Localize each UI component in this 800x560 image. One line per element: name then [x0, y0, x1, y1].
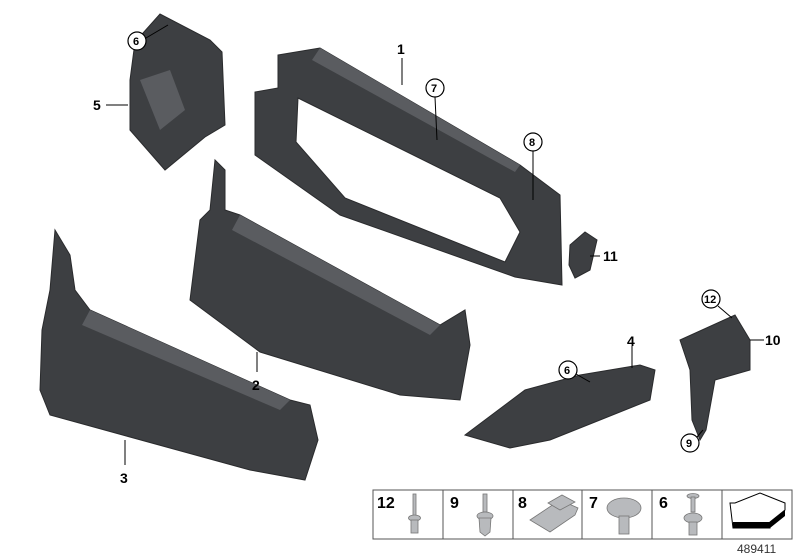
legend-label-12: 12 — [377, 495, 395, 512]
callout-4[interactable]: 4 — [627, 333, 635, 349]
callout-12-circle — [701, 289, 721, 309]
rivet-9-icon — [476, 493, 494, 537]
callout-9-circle — [680, 433, 700, 453]
part-5-highlight — [140, 70, 185, 130]
document-number: 489411 — [737, 542, 776, 556]
part-3-highlight — [82, 310, 290, 410]
part-11-cover[interactable] — [568, 231, 598, 279]
part-4-air-duct[interactable] — [463, 364, 656, 449]
legend-cell-7[interactable] — [581, 489, 653, 540]
callout-10[interactable]: 10 — [765, 332, 781, 348]
part-1-highlight — [312, 48, 520, 172]
callout-6-bottom[interactable]: 6 — [564, 365, 570, 377]
callout-6a-circle — [127, 31, 147, 51]
callout-6-top[interactable]: 6 — [133, 36, 139, 48]
legend-label-7: 7 — [589, 495, 598, 512]
direction-arrow-icon — [729, 492, 786, 529]
callout-12[interactable]: 12 — [704, 294, 716, 306]
callout-11[interactable]: 11 — [603, 248, 618, 264]
callout-9[interactable]: 9 — [686, 438, 692, 450]
pin-6-icon — [683, 493, 703, 536]
callout-6b-circle — [558, 360, 578, 380]
callout-5[interactable]: 5 — [93, 97, 101, 113]
legend-label-8: 8 — [518, 495, 527, 512]
screw-7-icon — [606, 497, 642, 535]
legend-label-9: 9 — [450, 495, 459, 512]
hardware-legend: 12 9 8 7 6 — [372, 489, 793, 556]
callout-8-circle — [523, 132, 543, 152]
part-10-air-duct[interactable] — [679, 314, 751, 442]
callout-3[interactable]: 3 — [120, 470, 128, 486]
callout-2[interactable]: 2 — [252, 377, 260, 393]
callout-7[interactable]: 7 — [431, 83, 437, 95]
part-1-radiator-frame[interactable] — [254, 47, 563, 286]
clip-8-icon — [529, 494, 579, 533]
rivet-12-icon — [408, 493, 421, 534]
legend-label-6: 6 — [659, 495, 668, 512]
callout-8[interactable]: 8 — [529, 137, 535, 149]
callout-1[interactable]: 1 — [397, 41, 405, 57]
part-2-highlight — [232, 215, 440, 335]
callout-7-circle — [425, 78, 445, 98]
